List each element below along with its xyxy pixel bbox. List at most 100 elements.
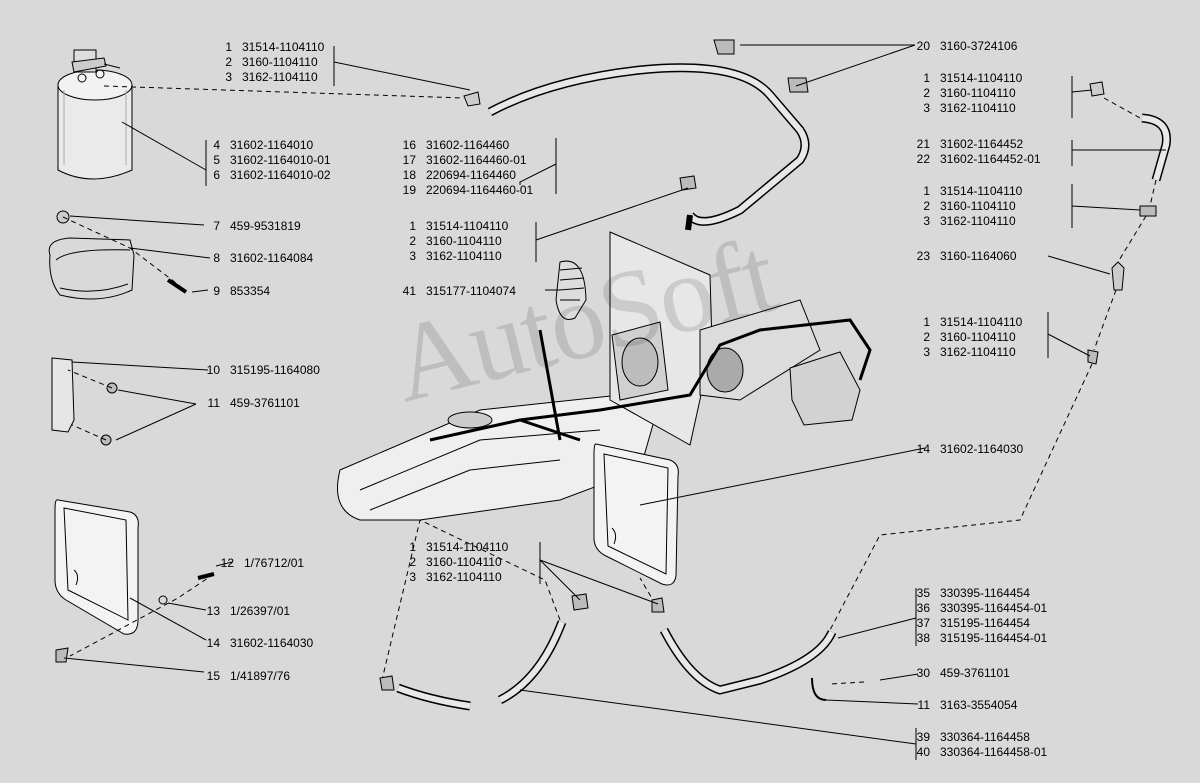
part-code: 3160-1104110 <box>940 330 1016 344</box>
label-group: 30 459-3761101 <box>912 666 1010 681</box>
part-code: 3160-1104110 <box>940 199 1016 213</box>
part-number: 14 <box>916 442 930 456</box>
part-number: 40 <box>916 745 930 759</box>
part-number: 16 <box>402 138 416 152</box>
part-label-row: 30 459-3761101 <box>912 666 1010 681</box>
part-label-row: 18 220694-1164460 <box>398 168 533 183</box>
part-code: 3162-1104110 <box>242 70 318 84</box>
part-code: 3162-1104110 <box>426 570 502 584</box>
part-code: 31514-1104110 <box>940 71 1023 85</box>
part-number: 1 <box>923 184 930 198</box>
part-number: 12 <box>220 556 234 570</box>
part-code: 3162-1104110 <box>940 345 1016 359</box>
part-code: 459-3761101 <box>230 396 300 410</box>
leader-lines <box>63 44 1166 760</box>
part-label-row: 23 3160-1164060 <box>912 249 1017 264</box>
part-code: 315195-1164080 <box>230 363 320 377</box>
part-code: 31514-1104110 <box>940 315 1023 329</box>
part-number: 5 <box>213 153 220 167</box>
part-code: 31514-1104110 <box>242 40 325 54</box>
part-code: 3160-1104110 <box>242 55 318 69</box>
part-number: 2 <box>225 55 232 69</box>
part-code: 31514-1104110 <box>426 219 509 233</box>
right-tube-drawing <box>1087 81 1171 365</box>
part-code: 31514-1104110 <box>426 540 509 554</box>
part-code: 1/41897/76 <box>230 669 291 683</box>
part-code: 315177-1104074 <box>426 284 516 298</box>
part-number: 3 <box>409 249 416 263</box>
part-label-row: 10 315195-1164080 <box>202 363 320 378</box>
part-code: 3160-1104110 <box>940 86 1016 100</box>
part-number: 3 <box>923 214 930 228</box>
part-number: 2 <box>923 330 930 344</box>
part-number: 1 <box>923 71 930 85</box>
part-number: 2 <box>923 199 930 213</box>
part-code: 330364-1164458-01 <box>940 745 1048 759</box>
part-label-row: 1 31514-1104110 <box>912 71 1022 86</box>
part-number: 7 <box>213 219 220 233</box>
tank-assembly-drawing <box>337 231 872 521</box>
part-number: 4 <box>213 138 220 152</box>
part-label-row: 2 3160-1104110 <box>912 199 1022 214</box>
tank-left-drawing <box>54 499 215 663</box>
part-code: 220694-1164460 <box>426 168 516 182</box>
part-label-row: 40 330364-1164458-01 <box>912 745 1048 760</box>
part-code: 315195-1164454-01 <box>940 631 1048 645</box>
part-number: 11 <box>207 396 220 410</box>
canister-drawing <box>57 49 133 180</box>
part-number: 35 <box>916 586 930 600</box>
part-code: 220694-1164460-01 <box>426 183 534 197</box>
part-code: 31602-1164452 <box>940 137 1024 151</box>
part-number: 30 <box>916 666 930 680</box>
part-number: 18 <box>402 168 416 182</box>
part-number: 2 <box>923 86 930 100</box>
part-code: 459-3761101 <box>940 666 1010 680</box>
top-tube-drawing <box>463 39 810 231</box>
part-code: 3160-1104110 <box>426 555 502 569</box>
part-number: 3 <box>409 570 416 584</box>
part-number: 39 <box>916 730 930 744</box>
part-code: 31602-1164010 <box>230 138 314 152</box>
part-number: 10 <box>206 363 220 377</box>
part-label-row: 1 31514-1104110 <box>398 219 508 234</box>
part-number: 23 <box>916 249 930 263</box>
part-code: 3160-1164060 <box>940 249 1017 263</box>
part-number: 1 <box>409 219 416 233</box>
part-number: 14 <box>206 636 220 650</box>
part-code: 31602-1164010-02 <box>230 168 331 182</box>
part-label-row: 2 3160-1104110 <box>214 55 324 70</box>
clamp-drawing <box>48 210 188 300</box>
part-code: 3160-3724106 <box>940 39 1018 53</box>
part-number: 1 <box>409 540 416 554</box>
